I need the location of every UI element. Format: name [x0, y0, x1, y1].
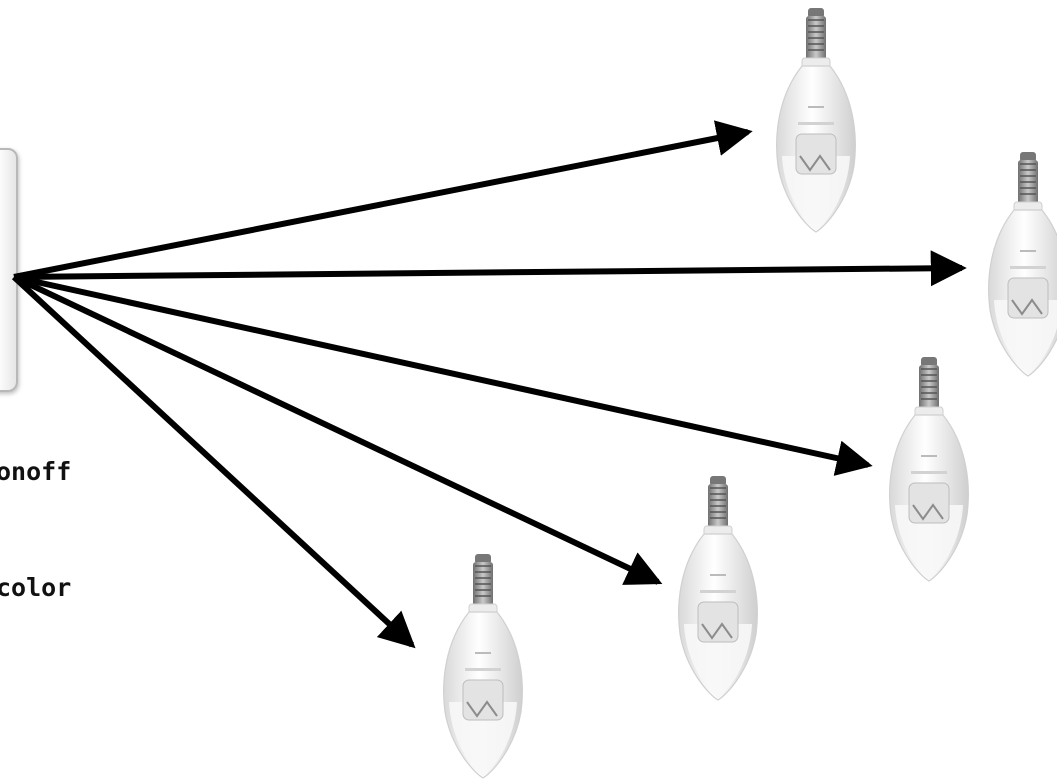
- onoff-label: onoff: [0, 457, 72, 486]
- candle-bulb-icon: [883, 355, 975, 585]
- arrow-to-bulb-2: [13, 250, 967, 287]
- candle-bulb-icon: [982, 150, 1057, 380]
- arrow-to-bulb-5: [11, 274, 416, 649]
- candle-bulb-icon: [672, 474, 764, 704]
- color-label: color: [0, 573, 72, 602]
- remote-control-icon: [0, 148, 18, 392]
- candle-bulb-icon: [770, 6, 862, 236]
- candle-bulb-icon: [437, 552, 529, 782]
- arrow-to-bulb-3: [13, 274, 873, 476]
- arrow-to-bulb-4: [12, 274, 663, 585]
- arrow-to-bulb-1: [13, 120, 753, 280]
